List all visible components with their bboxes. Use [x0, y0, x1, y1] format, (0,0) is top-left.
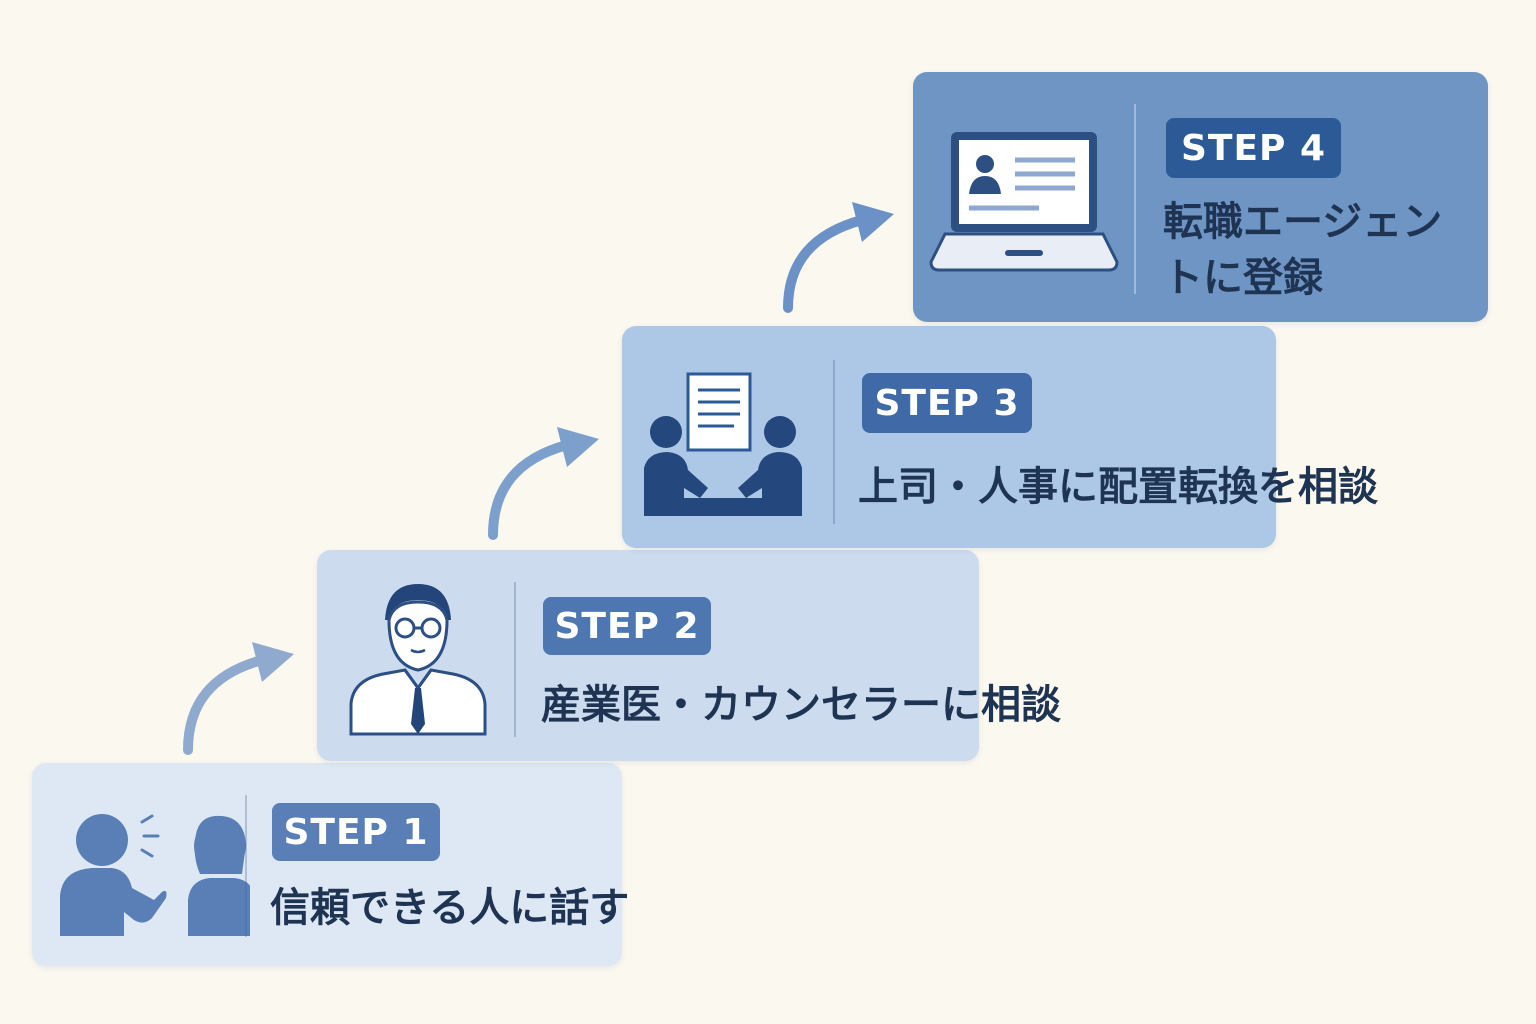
meeting-with-document-icon — [644, 372, 802, 516]
step-label: 産業医・カウンセラーに相談 — [541, 682, 1061, 728]
arrow-step2-to-step3 — [488, 427, 599, 540]
step-badge: STEP 1 — [272, 803, 440, 861]
card-divider — [245, 795, 247, 937]
doctor-icon — [349, 584, 487, 736]
arrow-step1-to-step2 — [183, 642, 294, 755]
arrow-step3-to-step4 — [783, 202, 894, 313]
step-badge: STEP 3 — [862, 373, 1032, 433]
step-1-card: STEP 1 信頼できる人に話す — [32, 763, 629, 966]
card-divider — [514, 582, 516, 737]
two-people-talking-icon — [60, 814, 250, 936]
step-badge: STEP 2 — [543, 597, 711, 655]
step-label: 信頼できる人に話す — [270, 885, 630, 931]
step-4-card: STEP 4 転職エージェントに登録 — [913, 72, 1488, 322]
card-divider — [1134, 104, 1136, 294]
step-3-card: STEP 3 上司・人事に配置転換を相談 — [622, 326, 1378, 548]
step-badge: STEP 4 — [1166, 118, 1341, 178]
step-label: 転職エージェントに登録 — [1163, 199, 1443, 301]
laptop-profile-icon — [929, 132, 1119, 272]
step-2-card: STEP 2 産業医・カウンセラーに相談 — [317, 550, 1061, 761]
step-label: 上司・人事に配置転換を相談 — [858, 464, 1378, 510]
card-divider — [833, 360, 835, 524]
